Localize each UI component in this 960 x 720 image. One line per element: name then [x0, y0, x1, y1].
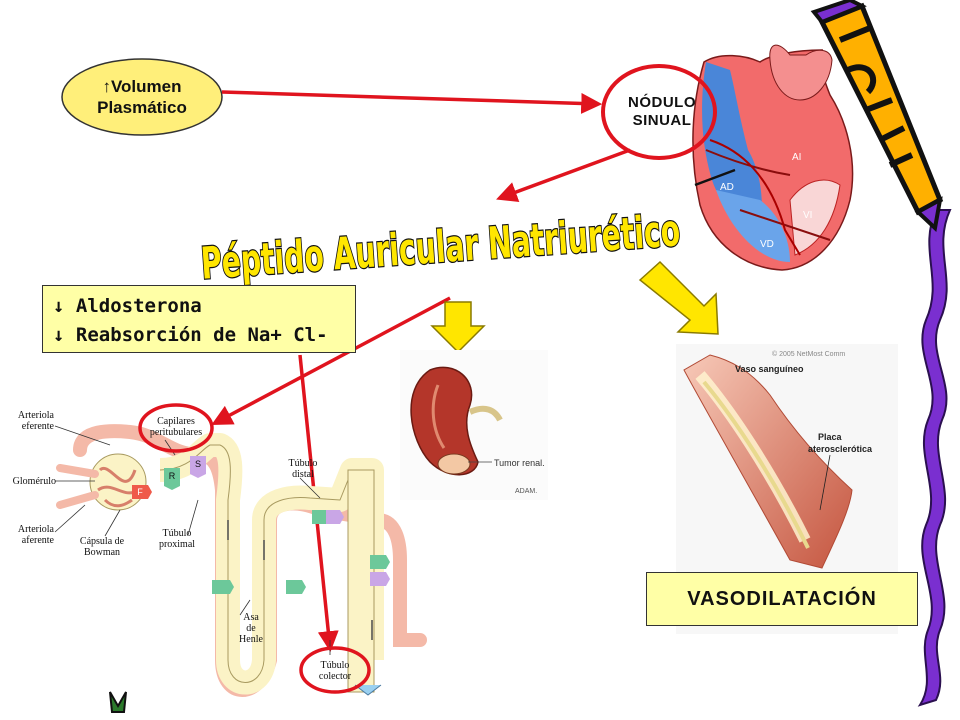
kidney-image [400, 350, 548, 500]
sinus-node-line2: SINUAL [632, 112, 692, 129]
marker-r: R [168, 471, 176, 481]
vessel-copyright: © 2005 NetMost Comm [772, 350, 845, 358]
increase-arrow: ↑ [102, 76, 111, 96]
sinus-node-line1: NÓDULO [628, 94, 696, 111]
arrow-volume-to-node [221, 90, 603, 114]
arrow-to-capillaries [211, 296, 451, 425]
sinus-node-highlight [601, 64, 717, 160]
marker-f: F [137, 487, 143, 497]
sinus-node-label: NÓDULO SINUAL [612, 94, 712, 130]
vessel-label: Vaso sanguíneo [735, 364, 804, 374]
aldosterone-label: ↓ Aldosterona [53, 295, 202, 317]
plaque-label-2: aterosclerótica [808, 444, 873, 454]
decorative-mark [109, 691, 127, 713]
plaque-label-1: Placa [818, 432, 843, 442]
pencil-icon [810, 0, 944, 232]
arrow-down-to-kidney [430, 301, 486, 354]
marker-s: S [194, 459, 201, 469]
heart-label-ai: AI [792, 152, 801, 163]
heart-illustration [692, 44, 854, 271]
heart-label-vi: VI [803, 210, 812, 221]
vasodilation-box: VASODILATACIÓN [646, 572, 918, 626]
reabsorption-label: ↓ Reabsorción de Na+ Cl- [53, 324, 328, 346]
kidney-caption: Tumor renal. [494, 458, 545, 468]
kidney-credit: ADAM. [515, 488, 537, 495]
capillaries-highlight [138, 403, 214, 453]
decorative-wavy-border [917, 209, 952, 707]
heart-label-ad: AD [720, 182, 734, 193]
effects-box: ↓ Aldosterona ↓ Reabsorción de Na+ Cl- [42, 285, 356, 353]
nephron-diagram [54, 424, 427, 697]
vasodilation-label: VASODILATACIÓN [687, 587, 877, 610]
arrow-down-to-vessel [638, 260, 719, 335]
title-text: Péptido Auricular Natriurético [199, 205, 681, 289]
plasma-volume-line2: Plasmático [97, 98, 187, 117]
arrow-node-to-peptide [496, 148, 631, 203]
label-glomerulus: Glomérulo [12, 476, 56, 487]
plasma-volume-line1: Volumen [110, 76, 182, 96]
collector-highlight [299, 646, 371, 694]
plasma-volume-oval [61, 58, 223, 136]
heart-label-vd: VD [760, 239, 774, 250]
